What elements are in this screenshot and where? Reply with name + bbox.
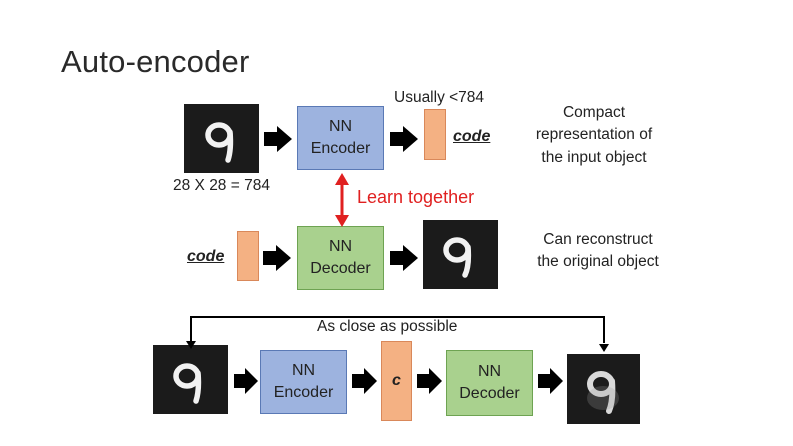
- description-line3: the input object: [541, 148, 647, 166]
- arrow-input-to-encoder: [264, 126, 292, 152]
- encoder-label-line1: NN: [328, 118, 353, 136]
- code-label: code: [453, 128, 491, 145]
- nn-decoder-box: NN Decoder: [297, 226, 384, 290]
- close-bracket-connector: [186, 316, 609, 352]
- output-digit-image-row3: [567, 354, 640, 424]
- c-bar: [381, 341, 412, 421]
- input-digit-image-row3: [153, 345, 228, 414]
- nn-encoder-box-row3: NN Encoder: [260, 350, 347, 414]
- description-line2: representation of: [535, 126, 653, 144]
- learn-together-label: Learn together: [357, 187, 475, 207]
- reconstruct-line1: Can reconstruct: [543, 231, 653, 248]
- slide-title: Auto-encoder: [61, 44, 250, 79]
- reconstructed-digit-image: [423, 220, 498, 289]
- compact-description: Compact representation of the input obje…: [521, 102, 667, 169]
- c-label: c: [392, 372, 401, 389]
- usually-label: Usually <784: [394, 89, 485, 106]
- arrow-decoder-to-output: [390, 245, 418, 271]
- description-line1: Compact: [562, 104, 626, 121]
- reconstruct-description: Can reconstruct the original object: [518, 229, 678, 274]
- arrow-c-to-decoder: [417, 368, 442, 394]
- as-close-label: As close as possible: [317, 318, 458, 335]
- encoder3-label-line1: NN: [291, 362, 316, 380]
- arrow-decoder-to-output-row3: [538, 368, 563, 394]
- arrow-code-to-decoder: [263, 245, 291, 271]
- code-bar: [424, 109, 446, 160]
- encoder3-label-line2: Encoder: [273, 384, 334, 401]
- nn-encoder-box: NN Encoder: [297, 106, 384, 170]
- input-digit-image: [184, 104, 259, 173]
- nn-decoder-box-row3: NN Decoder: [446, 350, 533, 416]
- code-bar-row2: [237, 231, 259, 281]
- arrow-encoder-to-code: [390, 126, 418, 152]
- arrow-input-to-encoder-row3: [234, 368, 258, 394]
- decoder-label-line2: Decoder: [310, 260, 371, 277]
- arrow-encoder-to-c: [352, 368, 377, 394]
- decoder3-label-line1: NN: [477, 363, 502, 381]
- code-label-row2: code: [187, 248, 225, 265]
- encoder-label-line2: Encoder: [310, 140, 371, 157]
- input-size-label: 28 X 28 = 784: [173, 177, 270, 194]
- learn-together-arrow: [335, 173, 349, 227]
- decoder3-label-line2: Decoder: [459, 385, 520, 402]
- reconstruct-line2: the original object: [537, 253, 659, 271]
- decoder-label-line1: NN: [328, 238, 353, 256]
